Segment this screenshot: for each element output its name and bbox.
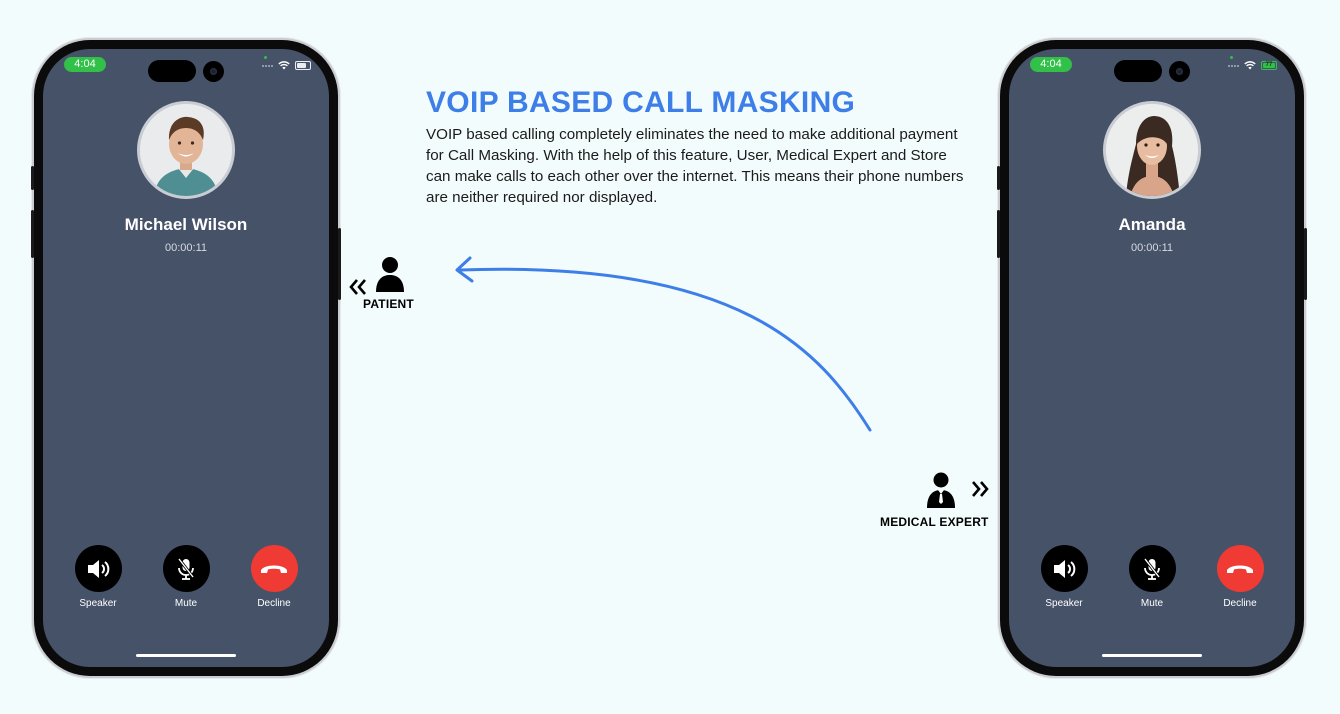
status-icons <box>262 61 311 70</box>
speaker-control: Speaker <box>68 545 128 609</box>
status-time: 4:04 <box>64 57 106 72</box>
call-timer: 00:00:11 <box>1130 242 1173 254</box>
speaker-label: Speaker <box>1045 598 1083 609</box>
silent-switch <box>997 166 1000 190</box>
phone-right: 4:04 77 <box>997 40 1307 676</box>
headline: VOIP BASED CALL MASKING <box>426 86 856 119</box>
speaker-label: Speaker <box>79 598 117 609</box>
call-screen: 4:04 Micha <box>43 49 329 667</box>
caller-name: Michael Wilson <box>124 215 248 234</box>
status-icons: 77 <box>1228 61 1277 70</box>
businessman-icon <box>927 472 955 508</box>
call-screen: 4:04 77 <box>1009 49 1295 667</box>
hang-up-icon <box>1227 565 1253 573</box>
caller-avatar <box>137 101 235 199</box>
volume-button <box>31 210 34 258</box>
decline-button[interactable] <box>1216 545 1264 592</box>
speaker-button[interactable] <box>74 545 122 592</box>
decline-control: Decline <box>244 545 304 609</box>
speaker-control: Speaker <box>1034 545 1094 609</box>
speaker-icon <box>1054 559 1076 578</box>
battery-icon: 77 <box>1261 61 1277 70</box>
home-indicator[interactable] <box>1102 654 1202 657</box>
call-timer: 00:00:11 <box>164 242 207 254</box>
volume-button <box>997 210 1000 258</box>
wifi-icon <box>1244 61 1256 70</box>
hang-up-icon <box>261 565 287 573</box>
signal-icon <box>1228 64 1239 67</box>
camera-icon <box>1169 61 1190 82</box>
user-icon <box>376 257 404 292</box>
decline-label: Decline <box>257 598 291 609</box>
decline-button[interactable] <box>250 545 298 592</box>
mute-button[interactable] <box>162 545 210 592</box>
speaker-button[interactable] <box>1040 545 1088 592</box>
dynamic-island <box>148 60 196 82</box>
description: VOIP based calling completely eliminates… <box>426 126 964 206</box>
caller-avatar <box>1103 101 1201 199</box>
medical-expert-label: MEDICAL EXPERT <box>880 515 989 529</box>
curved-arrow-icon <box>455 256 872 432</box>
double-chevron-right-icon <box>972 481 989 497</box>
decline-label: Decline <box>1223 598 1257 609</box>
camera-indicator <box>264 56 267 59</box>
camera-indicator <box>1230 56 1233 59</box>
camera-icon <box>203 61 224 82</box>
caller-name: Amanda <box>1118 215 1186 234</box>
silent-switch <box>31 166 34 190</box>
home-indicator[interactable] <box>136 654 236 657</box>
mic-off-icon <box>177 557 195 580</box>
mute-button[interactable] <box>1128 545 1176 592</box>
dynamic-island <box>1114 60 1162 82</box>
battery-level: 77 <box>1265 62 1273 68</box>
status-time: 4:04 <box>1030 57 1072 72</box>
double-chevron-left-icon <box>349 279 366 295</box>
patient-label: PATIENT <box>363 297 414 311</box>
decline-control: Decline <box>1210 545 1270 609</box>
mute-label: Mute <box>1140 598 1164 609</box>
mute-control: Mute <box>156 545 216 609</box>
mute-control: Mute <box>1122 545 1182 609</box>
mute-label: Mute <box>174 598 198 609</box>
wifi-icon <box>278 61 290 70</box>
mic-off-icon <box>1143 557 1161 580</box>
battery-icon <box>295 61 311 70</box>
speaker-icon <box>88 559 110 578</box>
power-button <box>338 228 341 300</box>
power-button <box>1304 228 1307 300</box>
signal-icon <box>262 64 273 67</box>
phone-left: 4:04 Micha <box>31 40 341 676</box>
